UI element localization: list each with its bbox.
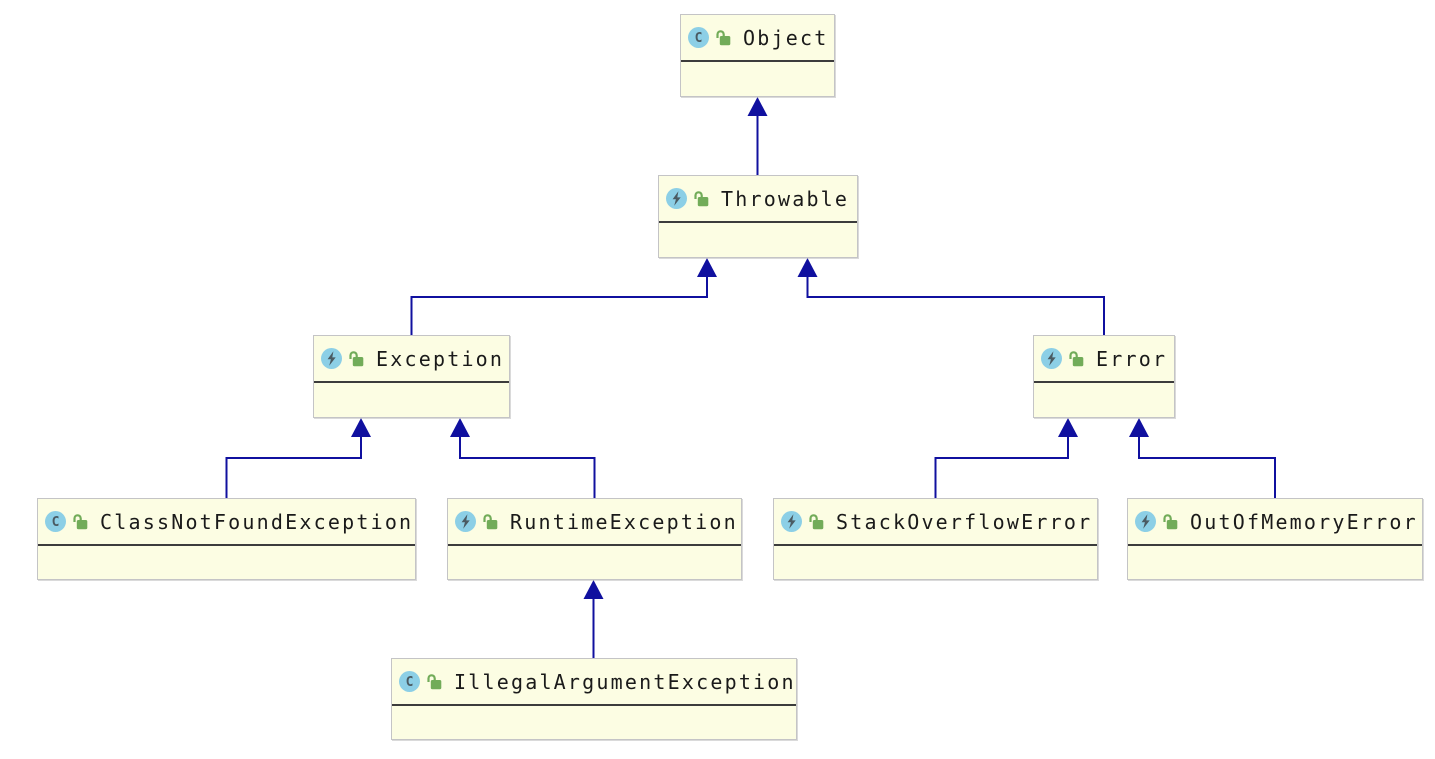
compartment-divider: [392, 704, 796, 706]
unlocked-icon: [426, 673, 442, 690]
generalization-arrowhead: [351, 418, 371, 437]
members-compartment: [38, 546, 415, 579]
generalization-arrowhead: [450, 418, 470, 437]
edge-classnotfoundexception-extends-exception: [225, 418, 371, 498]
class-icon: C: [688, 27, 709, 48]
edge-runtimeexception-extends-exception: [450, 418, 596, 498]
members-compartment: [1034, 383, 1174, 417]
class-name: Throwable: [721, 186, 850, 211]
unlocked-icon: [715, 29, 731, 46]
class-node-classnotfoundexception[interactable]: C ClassNotFoundException: [37, 498, 416, 580]
class-name: ClassNotFoundException: [100, 509, 414, 534]
class-name: Object: [743, 25, 829, 50]
class-node-throwable[interactable]: Throwable: [658, 175, 858, 258]
svg-text:C: C: [406, 675, 414, 690]
members-compartment: [314, 383, 509, 417]
class-icon: C: [399, 671, 420, 692]
class-title-row: C Object: [681, 15, 834, 60]
members-compartment: [448, 546, 741, 579]
class-title-row: StackOverflowError: [774, 499, 1097, 544]
class-node-illegalargumentexception[interactable]: C IllegalArgumentException: [391, 658, 797, 740]
members-compartment: [774, 546, 1097, 579]
exception-class-icon: [781, 511, 802, 532]
exception-class-icon: [1135, 511, 1156, 532]
exception-class-icon: [666, 188, 687, 209]
compartment-divider: [314, 381, 509, 383]
class-name: OutOfMemoryError: [1190, 509, 1418, 534]
edge-throwable-extends-object: [747, 97, 768, 175]
class-title-row: C ClassNotFoundException: [38, 499, 415, 544]
compartment-divider: [681, 60, 834, 62]
unlocked-icon: [348, 350, 364, 367]
generalization-arrowhead: [697, 258, 717, 277]
exception-class-icon: [321, 348, 342, 369]
compartment-divider: [38, 544, 415, 546]
generalization-arrowhead: [1058, 418, 1078, 437]
class-title-row: C IllegalArgumentException: [392, 659, 796, 704]
edge-outofmemoryerror-extends-error: [1129, 418, 1276, 498]
class-name: RuntimeException: [510, 509, 738, 534]
generalization-arrowhead: [583, 580, 604, 599]
class-title-row: Exception: [314, 336, 509, 381]
class-node-exception[interactable]: Exception: [313, 335, 510, 418]
class-node-stackoverflowerror[interactable]: StackOverflowError: [773, 498, 1098, 580]
compartment-divider: [448, 544, 741, 546]
unlocked-icon: [482, 513, 498, 530]
class-node-outofmemoryerror[interactable]: OutOfMemoryError: [1127, 498, 1423, 580]
class-name: StackOverflowError: [836, 509, 1093, 534]
unlocked-icon: [808, 513, 824, 530]
compartment-divider: [1128, 544, 1422, 546]
compartment-divider: [774, 544, 1097, 546]
class-title-row: OutOfMemoryError: [1128, 499, 1422, 544]
svg-text:C: C: [52, 515, 60, 530]
edge-error-extends-throwable: [797, 258, 1105, 335]
class-name: Exception: [376, 346, 505, 371]
unlocked-icon: [72, 513, 88, 530]
class-title-row: RuntimeException: [448, 499, 741, 544]
compartment-divider: [1034, 381, 1174, 383]
edge-stackoverflowerror-extends-error: [934, 418, 1078, 498]
members-compartment: [392, 706, 796, 739]
class-node-runtimeexception[interactable]: RuntimeException: [447, 498, 742, 580]
class-title-row: Error: [1034, 336, 1174, 381]
exception-class-icon: [1041, 348, 1062, 369]
members-compartment: [659, 223, 857, 257]
unlocked-icon: [1162, 513, 1178, 530]
edge-exception-extends-throwable: [410, 258, 717, 335]
class-name: Error: [1096, 346, 1168, 371]
generalization-arrowhead: [747, 97, 768, 116]
exception-class-icon: [455, 511, 476, 532]
class-name: IllegalArgumentException: [454, 669, 796, 694]
generalization-arrowhead: [797, 258, 818, 277]
compartment-divider: [659, 221, 857, 223]
generalization-arrowhead: [1129, 418, 1149, 437]
svg-text:C: C: [695, 31, 703, 46]
class-node-object[interactable]: C Object: [680, 14, 835, 97]
unlocked-icon: [693, 190, 709, 207]
class-node-error[interactable]: Error: [1033, 335, 1175, 418]
class-icon: C: [45, 511, 66, 532]
unlocked-icon: [1068, 350, 1084, 367]
members-compartment: [1128, 546, 1422, 579]
edge-illegalargumentexception-extends-runtimeexception: [583, 580, 604, 658]
class-title-row: Throwable: [659, 176, 857, 221]
members-compartment: [681, 62, 834, 96]
